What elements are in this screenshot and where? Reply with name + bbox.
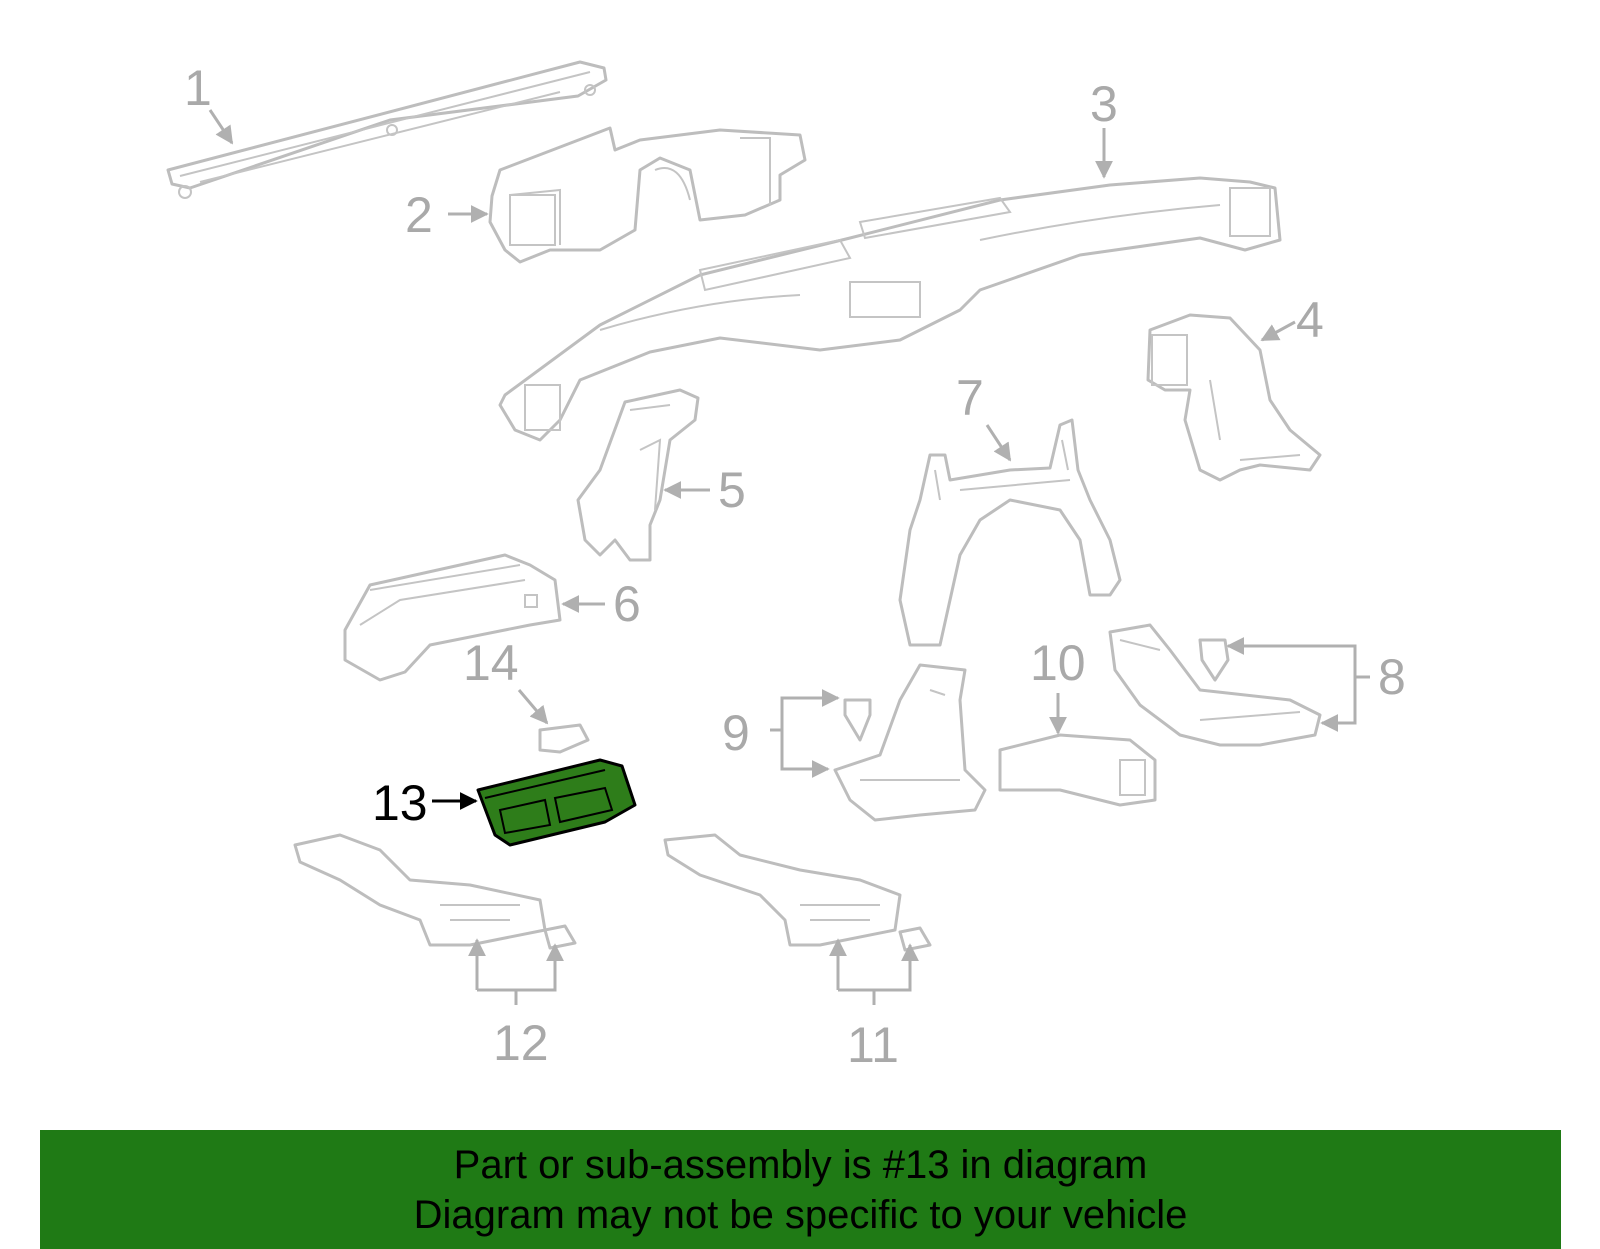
part-12-rear-duct[interactable]: [293, 833, 577, 950]
callout-14: 14: [463, 635, 519, 691]
part-5-rear-duct[interactable]: [576, 388, 700, 562]
part-13-register-highlight[interactable]: [476, 758, 637, 847]
part-14-cap[interactable]: [538, 723, 590, 754]
callout-1: 1: [184, 60, 212, 116]
parts-diagram: 1 2 3 4 5 6 7 8 9 10 11 12 13 14: [166, 60, 1406, 1073]
part-8-vent-duct[interactable]: [1108, 623, 1322, 747]
leader-lines: [208, 109, 1370, 1005]
callout-9: 9: [722, 705, 750, 761]
callout-4: 4: [1296, 292, 1324, 348]
part-6-lower-duct[interactable]: [343, 553, 562, 682]
callout-2: 2: [405, 187, 433, 243]
footer-line-2: Diagram may not be specific to your vehi…: [413, 1193, 1188, 1237]
footer-line-1: Part or sub-assembly is #13 in diagram: [453, 1143, 1148, 1187]
callout-6: 6: [613, 576, 641, 632]
callout-3: 3: [1090, 76, 1118, 132]
part-10-small-duct[interactable]: [998, 733, 1157, 807]
part-7-floor-duct[interactable]: [898, 418, 1122, 647]
part-3-main-duct[interactable]: [498, 176, 1282, 442]
callout-11: 11: [847, 1017, 899, 1073]
callout-labels: 1 2 3 4 5 6 7 8 9 10 11 12 13 14: [184, 60, 1406, 1073]
callout-8: 8: [1378, 649, 1406, 705]
part-9-vent-bracket[interactable]: [833, 663, 987, 822]
part-1-defroster-nozzle[interactable]: [166, 60, 608, 199]
callout-7: 7: [956, 370, 984, 426]
part-2-center-duct[interactable]: [488, 126, 807, 264]
callout-12: 12: [493, 1015, 549, 1071]
callout-5: 5: [718, 462, 746, 518]
part-4-side-duct[interactable]: [1146, 313, 1322, 482]
part-11-rear-duct[interactable]: [663, 833, 932, 952]
footer-banner: Part or sub-assembly is #13 in diagram D…: [40, 1130, 1561, 1249]
callout-10: 10: [1030, 635, 1086, 691]
callout-13: 13: [372, 775, 428, 831]
